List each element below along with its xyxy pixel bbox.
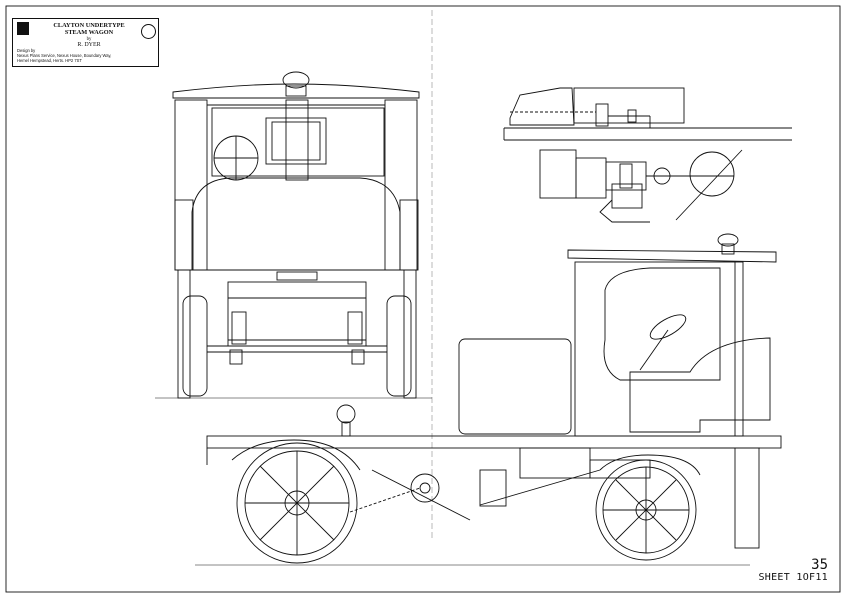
front-wheel-side xyxy=(236,442,358,564)
rear-wheel-side xyxy=(595,459,697,561)
address-line-2: Hemel Hempstead, Herts. HP2 7ST xyxy=(17,57,82,63)
design-by-label: Design by xyxy=(17,48,36,53)
plan-view xyxy=(503,87,792,223)
drawing-title: CLAYTON UNDERTYPE STEAM WAGON xyxy=(43,22,135,36)
side-cab xyxy=(574,261,744,437)
title-block: CLAYTON UNDERTYPE STEAM WAGON by R. DYER… xyxy=(12,18,159,67)
side-chassis xyxy=(206,435,782,449)
nexus-logo-icon xyxy=(17,22,29,35)
front-right-wheel xyxy=(386,295,412,397)
design-credit: Design by Nexus Plans Service, Nexus Hou… xyxy=(17,48,155,63)
front-left-pillar xyxy=(174,99,208,271)
chimney-cap xyxy=(282,71,310,89)
chimney-pipe xyxy=(285,99,309,181)
front-right-pillar xyxy=(384,99,418,271)
front-view xyxy=(172,71,420,399)
front-hood xyxy=(191,177,401,271)
side-gear xyxy=(410,473,440,503)
plan-body-outline xyxy=(509,87,575,126)
plan-tank xyxy=(573,87,685,124)
sheet-border xyxy=(5,5,841,593)
sheet-label: SHEET 1OF11 xyxy=(758,572,828,583)
by-label: by xyxy=(86,37,92,42)
address-line-1: Nexus Plans Service, Nexus House, Bounda… xyxy=(17,52,112,58)
side-lamp xyxy=(336,404,356,424)
title-line-2: STEAM WAGON xyxy=(64,29,114,36)
front-left-wheel xyxy=(182,295,208,397)
front-windscreen xyxy=(211,107,385,177)
title-line-1: CLAYTON UNDERTYPE xyxy=(53,22,125,29)
seal-icon xyxy=(141,24,156,39)
plan-flywheel xyxy=(689,151,735,197)
front-axle-plate xyxy=(227,281,367,347)
front-window xyxy=(265,117,327,165)
front-roof xyxy=(172,83,420,99)
front-mudguard xyxy=(231,439,361,471)
sheet-number: 35 xyxy=(811,557,828,573)
side-view xyxy=(206,233,782,564)
side-water-tank xyxy=(458,338,572,435)
rear-mudguard xyxy=(599,454,701,476)
side-door xyxy=(629,337,771,433)
side-chimney-cap xyxy=(717,233,739,247)
author-name: R. DYER xyxy=(77,42,101,48)
side-roof xyxy=(567,249,777,263)
side-cab-window xyxy=(603,267,721,381)
sheet-number-block: 35 SHEET 1OF11 xyxy=(758,558,828,583)
